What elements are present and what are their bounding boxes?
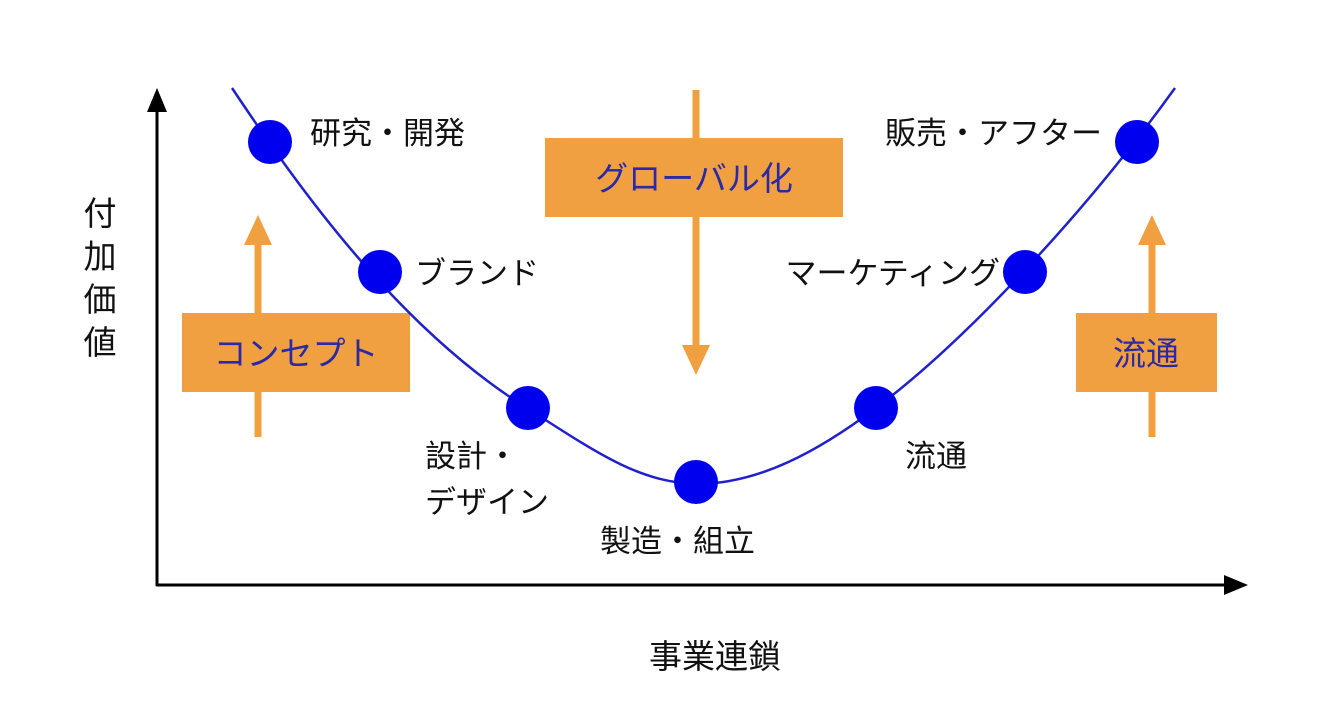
concept-box-label: コンセプト <box>214 334 379 373</box>
node-brand <box>358 250 402 294</box>
node-distribution <box>854 386 898 430</box>
y-axis-label: 付 加 価 値 <box>84 194 117 362</box>
label-design-1: 設計・ <box>425 439 518 475</box>
label-brand: ブランド <box>415 256 539 292</box>
y-label-char: 値 <box>84 323 117 362</box>
label-manufacturing: 製造・組立 <box>600 524 755 560</box>
globalization-arrowhead <box>682 345 710 375</box>
node-manufacturing <box>674 460 718 504</box>
node-research <box>248 120 292 164</box>
y-axis-arrowhead <box>147 88 167 112</box>
label-research: 研究・開発 <box>310 116 465 152</box>
y-label-char: 付 <box>84 194 117 233</box>
y-label-char: 加 <box>84 237 117 276</box>
label-distribution: 流通 <box>905 439 967 475</box>
label-design-2: デザイン <box>425 485 549 521</box>
distribution-box-label: 流通 <box>1113 334 1179 373</box>
label-marketing: マーケティング <box>785 256 1000 292</box>
node-marketing <box>1003 250 1047 294</box>
concept-box <box>182 313 410 392</box>
node-design <box>506 386 550 430</box>
concept-arrowhead <box>244 215 272 245</box>
x-axis-label: 事業連鎖 <box>649 637 781 676</box>
globalization-box <box>545 138 843 217</box>
distribution-box <box>1076 313 1217 392</box>
x-axis-arrowhead <box>1224 575 1248 595</box>
distribution-arrowhead <box>1138 215 1166 245</box>
label-sales: 販売・アフター <box>885 116 1102 152</box>
globalization-box-label: グローバル化 <box>595 159 793 198</box>
node-sales <box>1115 120 1159 164</box>
y-label-char: 価 <box>84 280 117 319</box>
